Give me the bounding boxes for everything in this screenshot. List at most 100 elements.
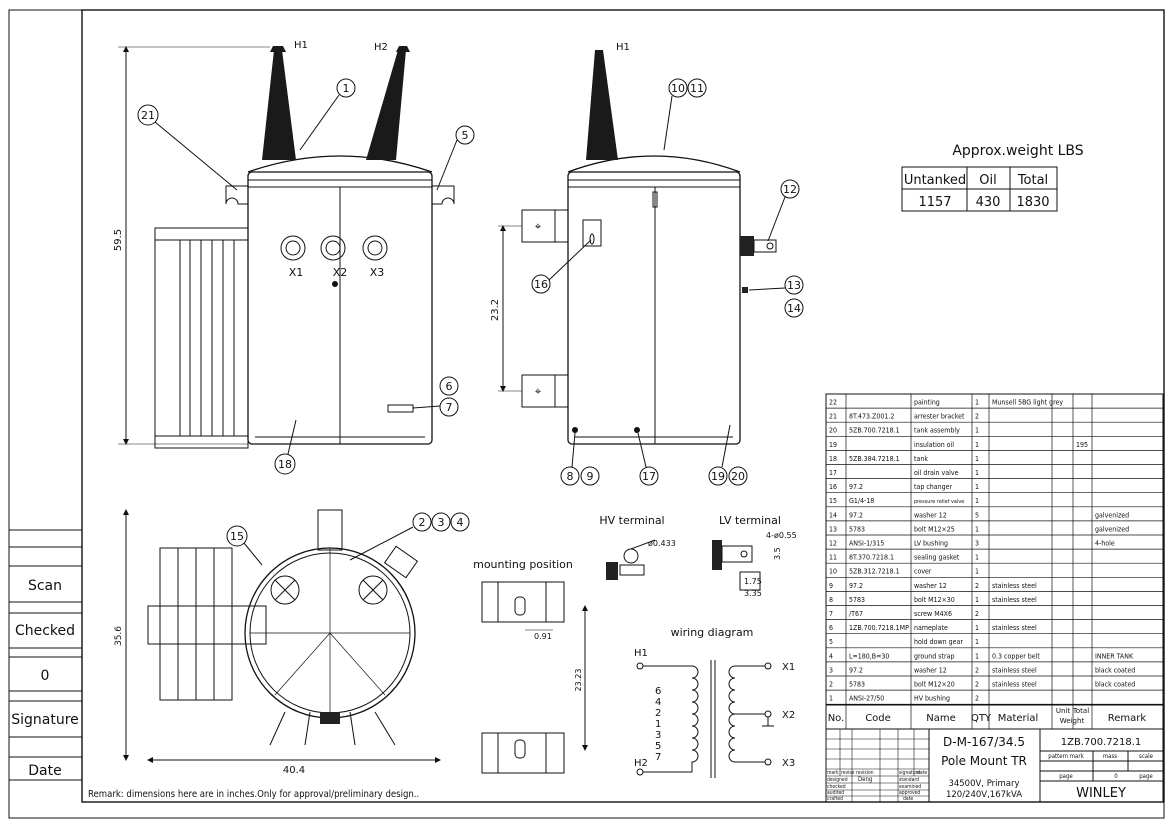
bom-cell-no: 12 (829, 540, 837, 548)
bom-header-qty: QTY (971, 713, 992, 724)
bom-cell-qty: 2 (975, 695, 979, 703)
bom-cell-code: 5ZB.312.7218.1 (849, 568, 900, 576)
lv-dim-3.5: 3.5 (773, 547, 782, 560)
wiring-tap-4: 4 (655, 697, 661, 708)
bom-cell-material: stainless steel (992, 666, 1037, 674)
top-view: 40.4 35.6 15 2 3 4 (114, 509, 470, 776)
svg-text:16: 16 (534, 278, 548, 291)
wiring-x2: X2 (782, 710, 795, 721)
bom-cell-code: 97.2 (849, 666, 863, 674)
svg-text:2: 2 (419, 516, 426, 529)
bom-cell-material: 0.3 copper belt (992, 652, 1040, 660)
title-page-count: 0 (1114, 773, 1118, 780)
bom-cell-no: 7 (829, 610, 833, 618)
bom-cell-remark: galvenized (1095, 511, 1129, 519)
bom-cell-name: washer 12 (914, 666, 947, 674)
bom-cell-name: nameplate (914, 624, 948, 632)
title-scale: scale (1139, 753, 1154, 760)
svg-text:1: 1 (343, 82, 350, 95)
weight-title: Approx.weight LBS (952, 143, 1083, 159)
wiring-tap-2: 2 (655, 708, 661, 719)
bom-cell-code: 5ZB.700.7218.1 (849, 427, 900, 435)
strip-label-checked: Checked (15, 623, 75, 639)
weight-value-untanked: 1157 (918, 195, 951, 210)
front-label-h1: H1 (294, 40, 308, 51)
bom-cell-qty: 1 (975, 652, 979, 660)
bom-cell-code: 5ZB.384.7218.1 (849, 455, 900, 463)
bom-cell-name: sealing gasket (914, 554, 960, 562)
svg-text:21: 21 (141, 109, 155, 122)
bom-cell-name: tank (914, 455, 928, 463)
left-signature-strip: Scan Checked 0 Signature Date (9, 529, 82, 781)
balloon-14: 14 (784, 298, 804, 318)
bom-cell-qty: 1 (975, 624, 979, 632)
bom-cell-qty: 2 (975, 413, 979, 421)
bom-cell-qty: 1 (975, 441, 979, 449)
front-label-h2: H2 (374, 42, 388, 53)
bom-header-material: Material (998, 713, 1039, 724)
wiring-h2: H2 (634, 758, 648, 769)
bom-header-total: Total (1072, 707, 1089, 715)
bom-cell-no: 13 (829, 525, 837, 533)
bom-header-no: No. (828, 713, 845, 724)
balloon-15: 15 (226, 525, 263, 566)
bom-cell-code: 97.2 (849, 511, 863, 519)
bom-cell-name: HV bushing (914, 695, 950, 703)
bom-cell-no: 21 (829, 413, 837, 421)
role-standard: standard (899, 777, 919, 783)
balloon-5: 5 (436, 125, 475, 191)
svg-text:12: 12 (783, 183, 797, 196)
bom-cell-qty: 1 (975, 638, 979, 646)
balloon-1: 1 (299, 78, 356, 151)
bom-cell-remark: 4-hole (1095, 540, 1115, 548)
role-crafted: crafted (827, 796, 843, 802)
top-width-dim: 40.4 (283, 765, 305, 776)
bom-cell-code: 5783 (849, 525, 865, 533)
balloon-9: 9 (580, 466, 600, 486)
bom-header-name: Name (926, 713, 956, 724)
balloon-7: 7 (412, 397, 459, 417)
bom-cell-code: 1ZB.700.7218.1MP (849, 624, 909, 632)
bom-cell-name: cover (914, 568, 932, 576)
svg-text:18: 18 (278, 458, 292, 471)
balloon-20: 20 (721, 424, 748, 486)
svg-text:4: 4 (457, 516, 464, 529)
bom-cell-material: stainless steel (992, 624, 1037, 632)
balloon-2: 2 (349, 512, 432, 561)
bom-cell-name: tap changer (914, 483, 953, 491)
bom-cell-remark: black coated (1095, 666, 1135, 674)
title-spec-2: 120/240V,167kVA (946, 790, 1022, 800)
title-pattern-mark: pattern mark (1048, 753, 1084, 760)
wiring-diagram: wiring diagram H1 H2 X1 X2 X3 6 4 2 1 3 … (634, 626, 795, 778)
bom-header-remark: Remark (1108, 713, 1147, 724)
bom-cell-code: 5783 (849, 596, 865, 604)
rev-h-revise: revise (841, 770, 855, 776)
bom-cell-name: arrester bracket (914, 413, 965, 421)
bom-cell-material: stainless steel (992, 582, 1037, 590)
title-spec-1: 34500V, Primary (948, 779, 1019, 789)
hv-bushing-right (366, 46, 410, 160)
bom-cell-no: 5 (829, 638, 833, 646)
strip-label-zero: 0 (41, 668, 50, 684)
title-page-of: page (1139, 773, 1153, 780)
svg-text:6: 6 (446, 380, 453, 393)
weight-value-oil: 430 (976, 195, 1001, 210)
hv-terminal-detail: HV terminal ø0.433 (599, 514, 676, 580)
balloon-10: 10 (668, 78, 688, 98)
wiring-h1: H1 (634, 648, 648, 659)
role-date: date (903, 796, 913, 802)
balloon-6: 6 (439, 376, 459, 396)
bom-cell-name: ground strap (914, 652, 954, 660)
bom-cell-qty: 1 (975, 455, 979, 463)
bom-cell-qty: 1 (975, 399, 979, 407)
bom-cell-no: 14 (829, 511, 837, 519)
mounting-dim-2: 23.23 (574, 669, 583, 692)
bom-cell-name: pressure relief valve (914, 499, 964, 505)
title-drawing-no: 1ZB.700.7218.1 (1061, 737, 1142, 748)
lv-bushings (280, 235, 388, 287)
remark-text: Remark: dimensions here are in inches.On… (88, 789, 419, 800)
side-view: H1 ⌖ ⌖ 23.2 10 11 12 13 14 16 8 9 17 19 … (490, 42, 804, 486)
bom-cell-no: 11 (829, 554, 837, 562)
wiring-title: wiring diagram (671, 626, 754, 639)
